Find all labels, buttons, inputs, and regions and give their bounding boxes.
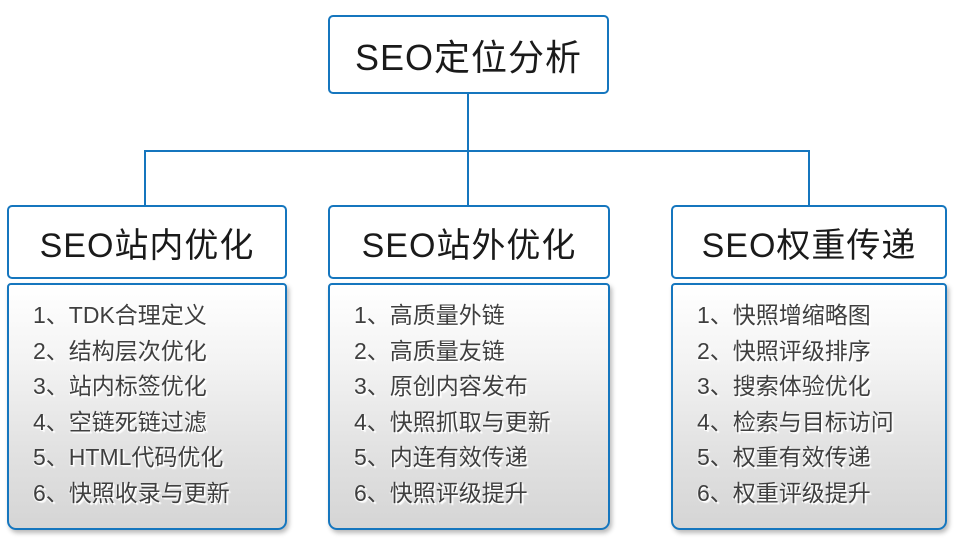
column-offsite-header: SEO站外优化 <box>328 205 610 279</box>
list-item: 4、空链死链过滤 <box>33 408 207 435</box>
column-weight-title: SEO权重传递 <box>701 226 917 265</box>
list-item: 2、快照评级排序 <box>697 337 871 364</box>
list-item: 5、内连有效传递 <box>354 444 528 470</box>
list-item: 1、高质量外链 <box>354 302 505 328</box>
column-offsite-title: SEO站外优化 <box>361 226 577 265</box>
list-item: 6、快照评级提升 <box>354 479 528 506</box>
list-item: 2、高质量友链 <box>354 337 505 364</box>
root-node: SEO定位分析 <box>328 15 609 94</box>
list-item: 4、检索与目标访问 <box>697 408 894 435</box>
column-weight-header: SEO权重传递 <box>671 205 947 279</box>
column-onsite-header: SEO站内优化 <box>7 205 287 279</box>
column-onsite-title: SEO站内优化 <box>39 226 255 265</box>
root-node-title: SEO定位分析 <box>354 36 583 78</box>
list-item: 6、权重评级提升 <box>697 479 871 506</box>
connector-left-vertical <box>144 150 146 207</box>
connector-right-vertical <box>808 150 810 207</box>
list-item: 2、结构层次优化 <box>33 337 207 364</box>
list-item: 3、原创内容发布 <box>354 373 528 399</box>
connector-branch-horizontal <box>144 150 810 152</box>
list-item: 6、快照收录与更新 <box>33 479 230 506</box>
list-item: 5、HTML代码优化 <box>33 444 224 470</box>
list-item: 1、TDK合理定义 <box>33 302 207 328</box>
column-offsite-list: 1、高质量外链 2、高质量友链 3、原创内容发布 4、快照抓取与更新 5、内连有… <box>328 283 610 530</box>
list-item: 5、权重有效传递 <box>697 444 871 470</box>
connector-root-vertical <box>467 93 469 151</box>
list-item: 4、快照抓取与更新 <box>354 408 551 435</box>
column-onsite-list: 1、TDK合理定义 2、结构层次优化 3、站内标签优化 4、空链死链过滤 5、H… <box>7 283 287 530</box>
list-item: 3、站内标签优化 <box>33 373 207 399</box>
list-item: 3、搜索体验优化 <box>697 373 871 399</box>
connector-middle-vertical <box>467 150 469 207</box>
list-item: 1、快照增缩略图 <box>697 302 871 328</box>
column-weight-list: 1、快照增缩略图 2、快照评级排序 3、搜索体验优化 4、检索与目标访问 5、权… <box>671 283 947 530</box>
